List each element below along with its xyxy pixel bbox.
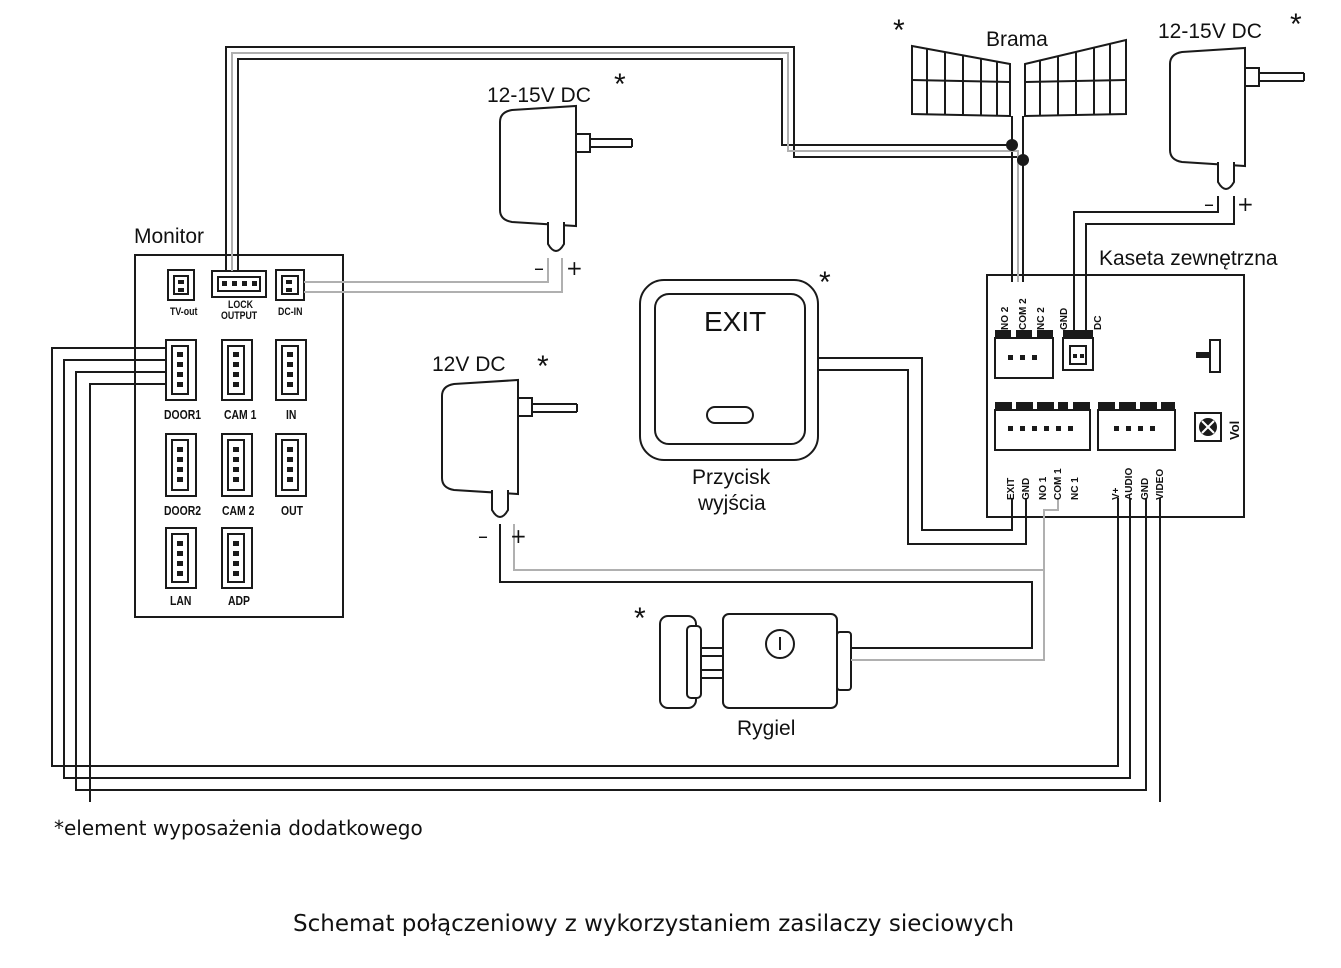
label-cam1: CAM 1 — [224, 407, 257, 422]
wires-grey — [231, 52, 1059, 661]
vol-label: Vol — [1227, 420, 1242, 440]
psu-monitor-minus: – — [534, 256, 544, 280]
gate-asterisk: * — [893, 14, 905, 47]
connector-adp — [221, 527, 253, 589]
label-adp: ADP — [228, 593, 250, 608]
connector-out — [275, 433, 307, 497]
station-terminal-video: VIDEO — [1155, 468, 1166, 500]
label-lock-output-2: OUTPUT — [221, 310, 258, 322]
wires-black — [51, 46, 1235, 802]
station-terminal-exit: EXIT — [1006, 477, 1017, 500]
monitor-box — [134, 254, 344, 618]
psu-lock-label: 12V DC — [432, 353, 506, 376]
connector-dc-in — [275, 269, 305, 301]
station-terminal-com2: COM 2 — [1018, 298, 1029, 330]
psu-station-asterisk: * — [1290, 8, 1302, 41]
exit-button-asterisk: * — [819, 266, 831, 299]
diagram-caption: Schemat połączeniowy z wykorzystaniem za… — [293, 911, 1015, 937]
lock-label: Rygiel — [737, 717, 796, 740]
label-lock-output-1: LOCK — [228, 299, 253, 311]
label-tv-out: TV-out — [170, 306, 198, 318]
lock-icon — [659, 613, 852, 709]
psu-lock-minus: – — [478, 524, 488, 548]
outdoor-station-box — [986, 274, 1245, 518]
station-terminal-gnd-1: GND — [1021, 477, 1032, 500]
exit-button-text: EXIT — [704, 306, 767, 337]
exit-button-caption-line1: Przycisk — [692, 466, 771, 489]
station-terminal-dc: DC — [1093, 315, 1104, 330]
connector-cam1 — [221, 339, 253, 401]
exit-button-caption-line2: wyjścia — [698, 492, 766, 515]
power-supply-station-icon — [1169, 46, 1305, 190]
power-supply-monitor-icon — [499, 104, 633, 252]
station-terminal-pins — [995, 330, 1210, 431]
station-terminal-audio: AUDIO — [1124, 467, 1135, 500]
psu-monitor-asterisk: * — [614, 68, 626, 101]
psu-station-minus: – — [1204, 192, 1214, 216]
psu-lock-plus: + — [510, 524, 527, 548]
station-terminal-gnd-top: GND — [1059, 307, 1070, 330]
psu-station-plus: + — [1237, 192, 1254, 216]
station-terminal-vplus: V+ — [1111, 487, 1122, 500]
gate-icon — [911, 38, 1127, 118]
connector-tv-out — [167, 269, 195, 301]
connector-cam2 — [221, 433, 253, 497]
label-dc-in: DC-IN — [278, 306, 303, 318]
station-terminal-nc1: NC 1 — [1070, 477, 1081, 500]
gate-label: Brama — [986, 28, 1048, 51]
psu-station-label: 12-15V DC — [1158, 20, 1262, 43]
connector-in — [275, 339, 307, 401]
connector-door2 — [165, 433, 197, 497]
station-terminal-gnd-2: GND — [1140, 477, 1151, 500]
outdoor-station-label: Kaseta zewnętrzna — [1099, 247, 1278, 270]
label-out: OUT — [281, 503, 303, 518]
label-door1: DOOR1 — [164, 407, 201, 422]
lock-asterisk: * — [634, 602, 646, 635]
label-door2: DOOR2 — [164, 503, 201, 518]
station-terminal-nc2: NC 2 — [1036, 307, 1047, 330]
psu-lock-asterisk: * — [537, 350, 549, 383]
label-in: IN — [286, 407, 297, 422]
power-supply-lock-icon — [441, 378, 578, 518]
volume-knob-icon — [1194, 412, 1222, 442]
junction-dot — [1017, 154, 1029, 166]
connector-door1 — [165, 339, 197, 401]
psu-monitor-plus: + — [566, 256, 583, 280]
psu-monitor-label: 12-15V DC — [487, 84, 591, 107]
connector-pins — [177, 280, 293, 576]
label-lan: LAN — [170, 593, 192, 608]
footnote: *element wyposażenia dodatkowego — [54, 816, 423, 840]
station-terminal-com1: COM 1 — [1053, 468, 1064, 500]
exit-button-icon — [639, 279, 819, 461]
connector-lan — [165, 527, 197, 589]
monitor-connectors — [165, 269, 307, 589]
station-terminal-no1: NO 1 — [1038, 476, 1049, 500]
station-terminal-no2: NO 2 — [1000, 306, 1011, 330]
monitor-label: Monitor — [134, 225, 205, 248]
label-cam2: CAM 2 — [222, 503, 255, 518]
junction-dot — [1006, 139, 1018, 151]
